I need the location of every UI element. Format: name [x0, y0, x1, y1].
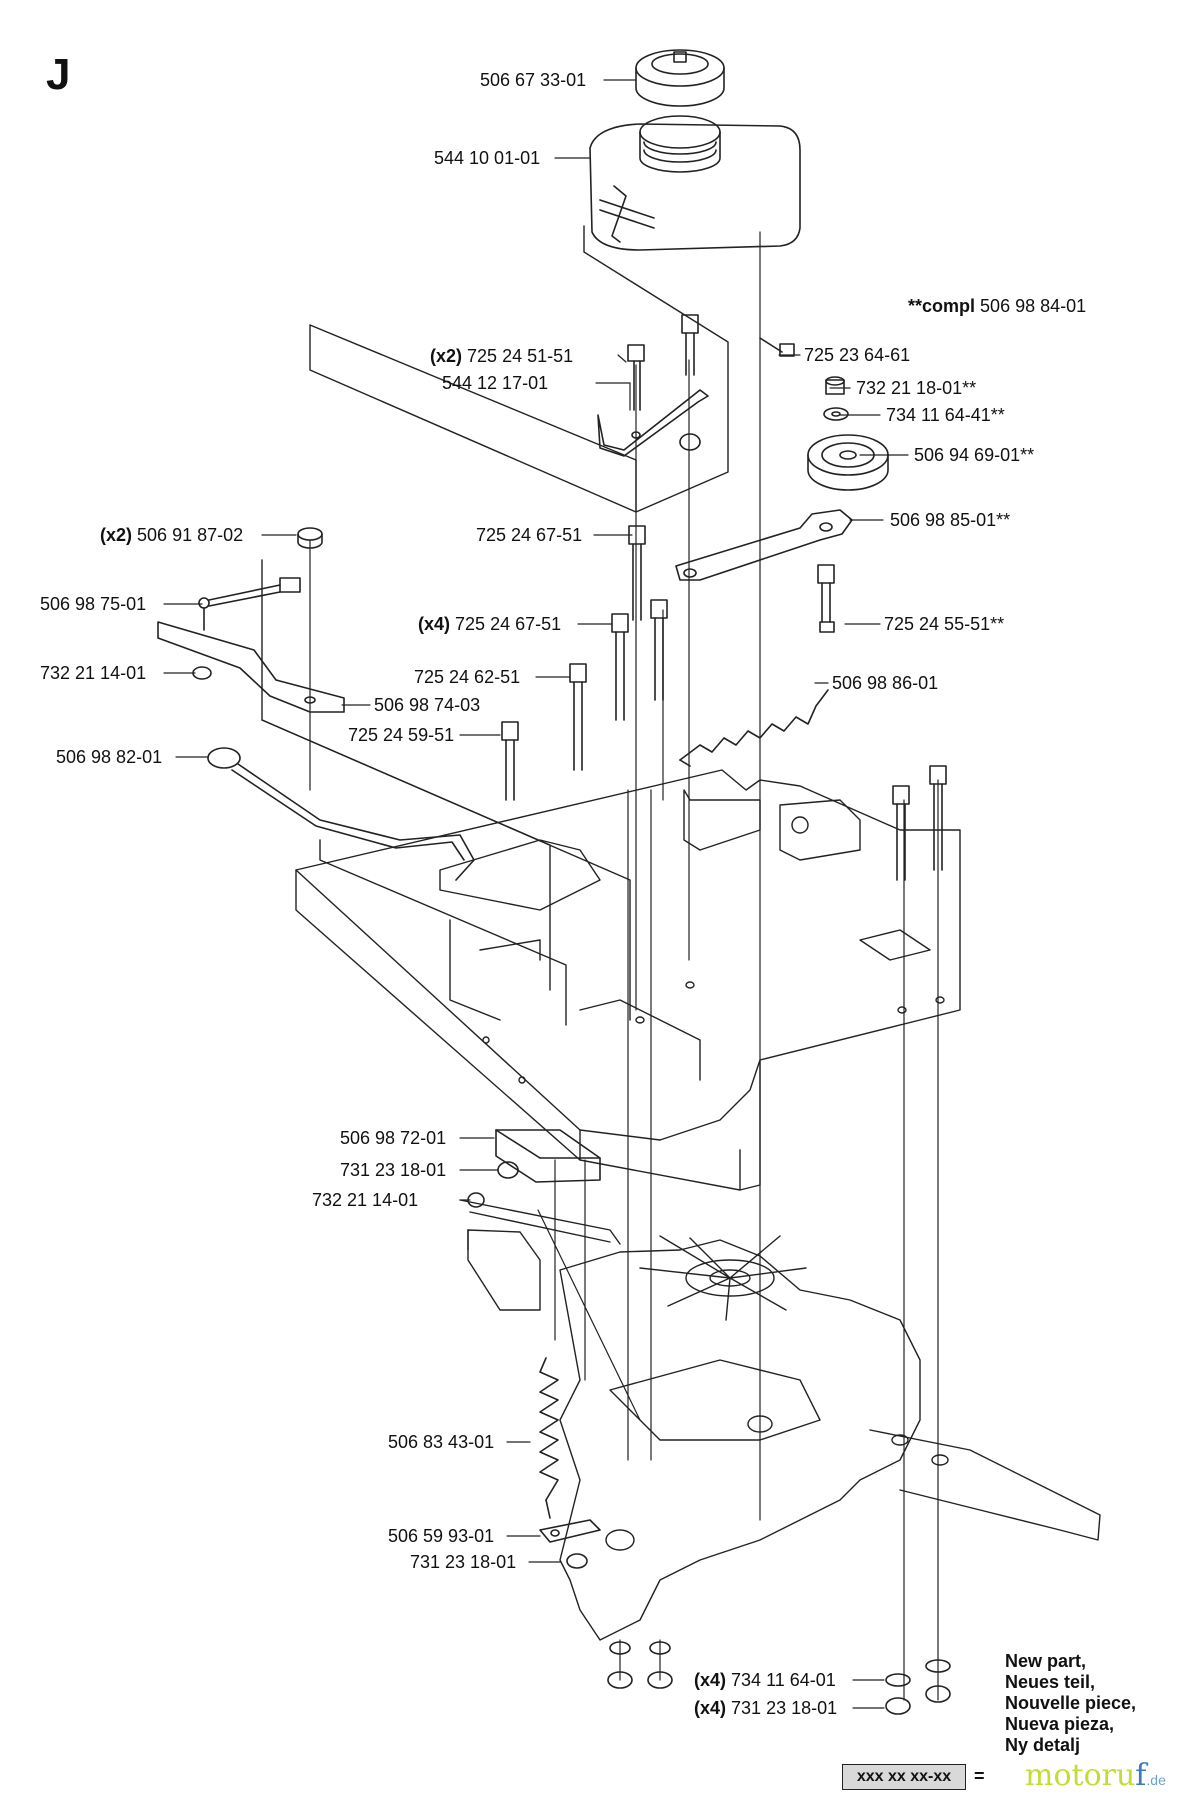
- idler-arm: [675, 509, 853, 633]
- part-label: 732 21 14-01: [40, 663, 147, 683]
- part-label: 725 24 59-51: [348, 725, 455, 745]
- long-bolts: [501, 525, 947, 881]
- part-label: 506 83 43-01: [388, 1432, 495, 1452]
- transaxle-housing: [459, 1199, 1101, 1641]
- part-label: 725 23 64-61: [804, 345, 911, 365]
- pulley-assembly: [807, 376, 889, 491]
- part-label: 506 98 72-01: [340, 1128, 447, 1148]
- bottom-nuts: [607, 1641, 951, 1715]
- assembly-lines: [309, 231, 939, 1701]
- part-label: 506 67 33-01: [480, 70, 587, 90]
- part-label: (x4) 734 11 64-01: [694, 1670, 836, 1690]
- part-label: (x2) 506 91 87-02: [100, 525, 244, 545]
- legend-line: Nueva pieza,: [1005, 1714, 1115, 1734]
- part-label: 506 98 85-01**: [890, 510, 1011, 530]
- tank-bracket: [597, 314, 709, 457]
- part-label: (x4) 731 23 18-01: [694, 1698, 838, 1718]
- part-label: 544 12 17-01: [442, 373, 549, 393]
- part-label: 506 98 86-01: [832, 673, 939, 693]
- legend-line: Nouvelle piece,: [1005, 1693, 1137, 1713]
- watermark-logo: motoruf.de: [1025, 1758, 1166, 1793]
- screw-725-23-64-61: [759, 337, 795, 357]
- legend-equals: =: [974, 1766, 985, 1786]
- legend-line: Neues teil,: [1005, 1672, 1096, 1692]
- main-chassis: [295, 769, 961, 1191]
- control-handle: [207, 747, 475, 881]
- part-label: (x2) 725 24 51-51: [430, 346, 574, 366]
- lower-spring: [539, 1357, 601, 1569]
- part-label: 544 10 01-01: [434, 148, 541, 168]
- fuel-cap: [635, 49, 725, 107]
- fuel-tank: [589, 115, 801, 251]
- part-label: 731 23 18-01: [410, 1552, 517, 1572]
- frame-outlines: [261, 225, 729, 1026]
- section-letter: J: [46, 50, 71, 99]
- part-label: 506 94 69-01**: [914, 445, 1035, 465]
- part-label: 725 24 67-51: [476, 525, 583, 545]
- tension-spring: [679, 689, 829, 767]
- compl-prefix: **compl: [908, 296, 976, 316]
- part-label: 506 98 75-01: [40, 594, 147, 614]
- spacer-block: [467, 1129, 601, 1208]
- part-label: 734 11 64-41**: [886, 405, 1005, 425]
- part-label: 725 24 62-51: [414, 667, 521, 687]
- compl-part: 506 98 84-01: [980, 296, 1087, 316]
- part-label: 731 23 18-01: [340, 1160, 447, 1180]
- legend-line: New part,: [1005, 1651, 1087, 1671]
- part-label: 732 21 18-01**: [856, 378, 977, 398]
- compl-note: **compl 506 98 84-01: [908, 296, 1086, 317]
- part-label: 506 59 93-01: [388, 1526, 495, 1546]
- legend-text: New part, Neues teil, Nouvelle piece, Nu…: [1005, 1651, 1136, 1756]
- leader-lines: [163, 79, 909, 1709]
- legend-sample-part: xxx xx xx-xx: [842, 1764, 966, 1790]
- part-label: 506 98 74-03: [374, 695, 481, 715]
- part-label: 732 21 14-01: [312, 1190, 419, 1210]
- legend-line: Ny detalj: [1005, 1735, 1081, 1755]
- part-label: 725 24 55-51**: [884, 614, 1005, 634]
- lever-plate: [157, 621, 345, 713]
- control-rod: [198, 577, 301, 631]
- grommet: [297, 527, 323, 549]
- part-label: (x4) 725 24 67-51: [418, 614, 562, 634]
- part-label: 506 98 82-01: [56, 747, 163, 767]
